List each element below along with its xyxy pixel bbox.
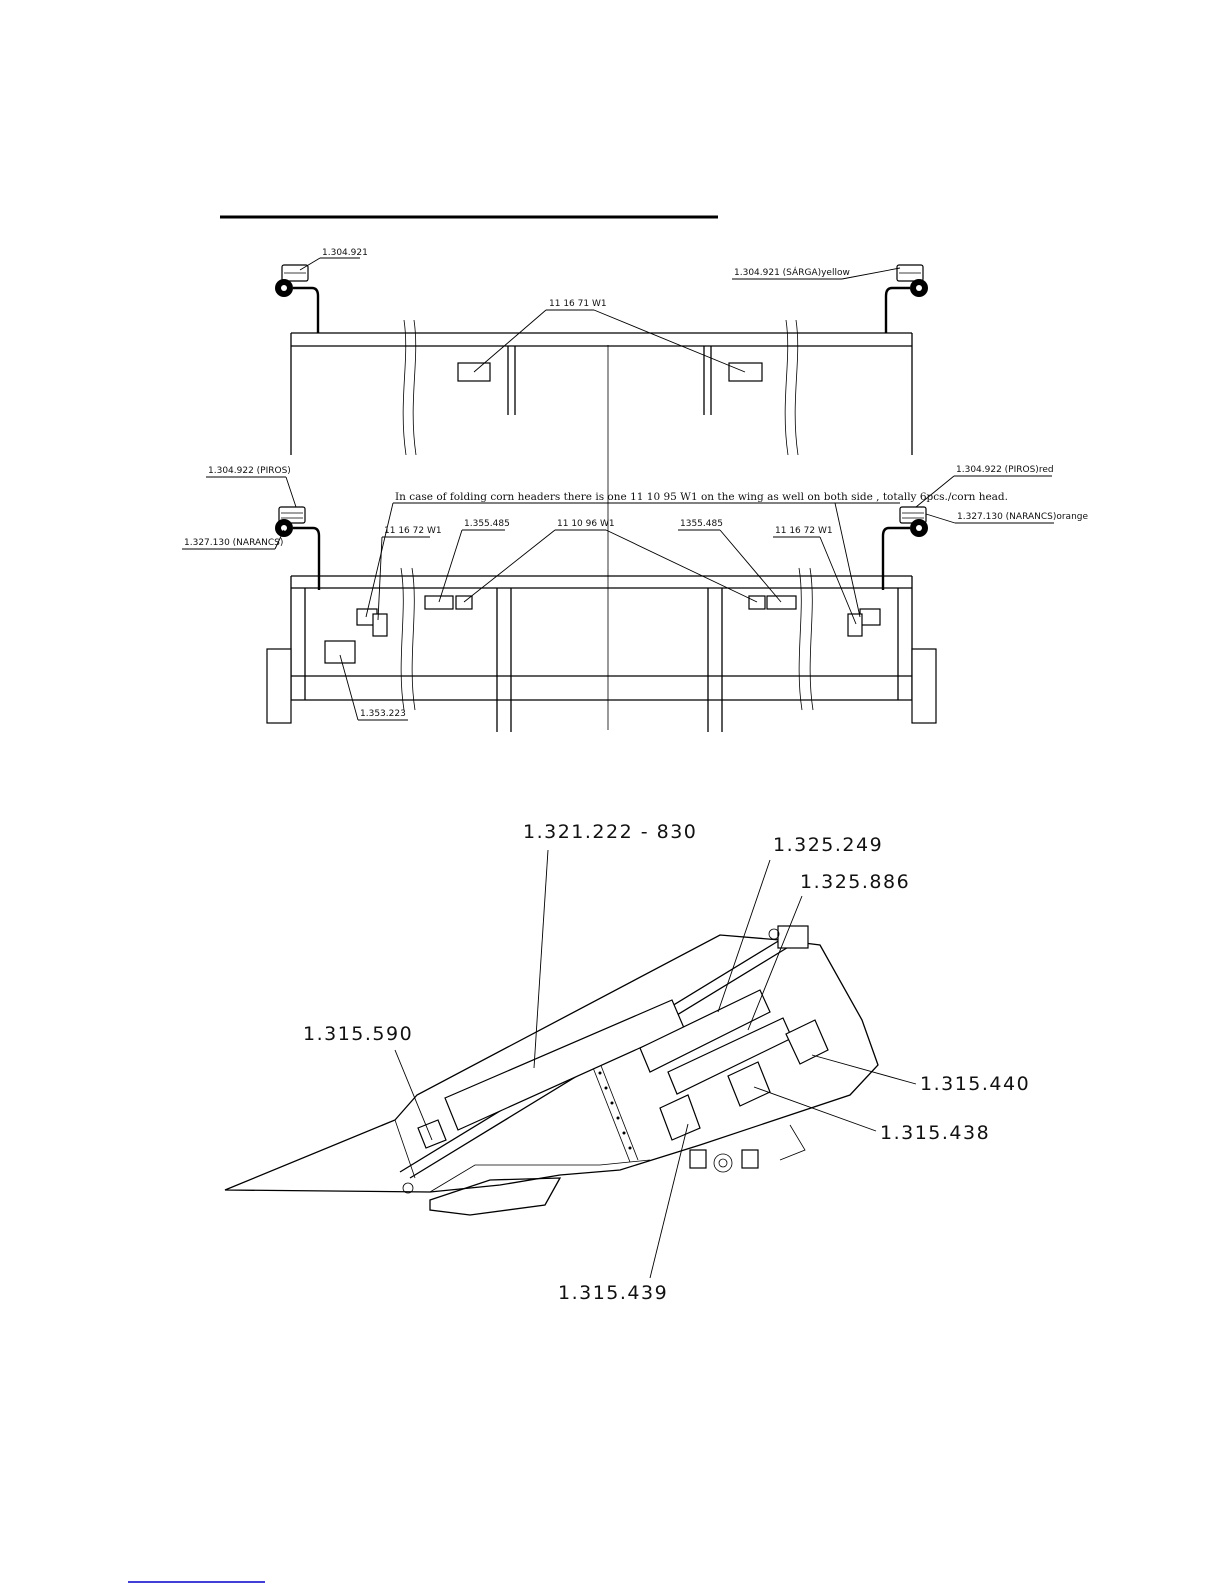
note-folding-headers: In case of folding corn headers there is… — [395, 491, 1008, 503]
label-top-right-a: 1.325.249 — [773, 834, 883, 856]
label-lamp-red-left: 1.304.922 (PIROS) — [208, 466, 291, 476]
label-sticker-center: 11 10 96 W1 — [557, 519, 615, 529]
upper-frame — [290, 319, 913, 456]
label-lamp-orange-right: 1.327.130 (NARANCS)orange — [957, 512, 1088, 522]
label-hood-range: 1.321.222 - 830 — [523, 821, 697, 843]
lamp-top-left-icon — [275, 264, 320, 333]
label-lamp-red-right: 1.304.922 (PIROS)red — [956, 465, 1054, 475]
label-lamp-top-left: 1.304.921 — [322, 248, 368, 258]
corn-header-side-view — [224, 925, 879, 1216]
label-right-b: 1.315.438 — [880, 1122, 990, 1144]
label-sticker-mid-left: 1.355.485 — [464, 519, 510, 529]
label-top-right-b: 1.325.886 — [800, 871, 910, 893]
label-lamp-top-right: 1.304.921 (SÁRGA)yellow — [734, 266, 850, 278]
lamp-lower-left-icon — [275, 506, 321, 590]
label-lamp-orange-left: 1.327.130 (NARANCS) — [184, 538, 283, 548]
label-left: 1.315.590 — [303, 1023, 413, 1045]
label-sticker-bottom: 1.353.223 — [360, 709, 406, 719]
label-sticker-top: 11 16 71 W1 — [549, 299, 607, 309]
lamp-top-right-icon — [884, 264, 928, 333]
lamp-lower-right-icon — [881, 506, 928, 590]
label-bottom: 1.315.439 — [558, 1282, 668, 1304]
label-sticker-right: 11 16 72 W1 — [775, 526, 833, 536]
lower-frame — [266, 567, 937, 732]
label-right-a: 1.315.440 — [920, 1073, 1030, 1095]
label-sticker-mid-right: 1355.485 — [680, 519, 723, 529]
label-sticker-left: 11 16 72 W1 — [384, 526, 442, 536]
